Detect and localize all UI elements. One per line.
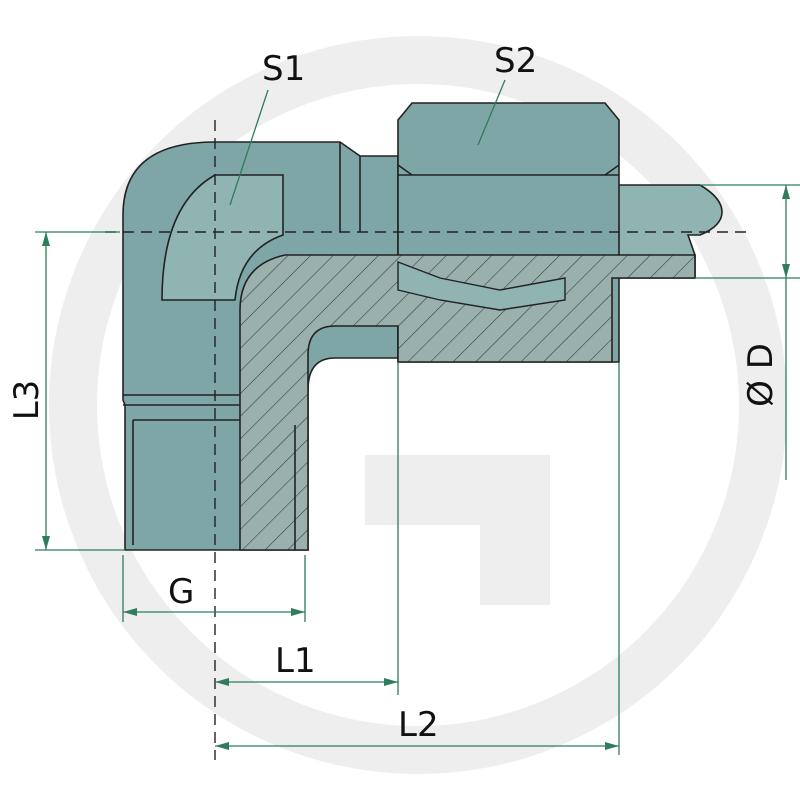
label-od: Ø D <box>741 343 781 407</box>
dimension-l2 <box>215 362 620 755</box>
dimension-od <box>695 184 800 480</box>
label-l3: L3 <box>7 380 47 421</box>
cutting-ring <box>397 260 566 311</box>
section-hatched <box>239 254 696 551</box>
nut-chamfer <box>397 164 413 176</box>
label-s1: S1 <box>262 49 305 89</box>
leader-s2 <box>477 79 506 146</box>
dimension-l3 <box>35 231 125 551</box>
nut-chamfer <box>604 164 620 176</box>
label-l1: L1 <box>275 641 316 681</box>
label-s2: S2 <box>494 41 537 81</box>
watermark-logo <box>49 36 787 774</box>
label-g: G <box>168 572 194 612</box>
socket-s1 <box>161 174 284 301</box>
dimension-g <box>122 555 306 622</box>
label-l2: L2 <box>398 705 439 745</box>
leader-s1 <box>229 89 269 206</box>
dimension-l1 <box>215 362 399 695</box>
